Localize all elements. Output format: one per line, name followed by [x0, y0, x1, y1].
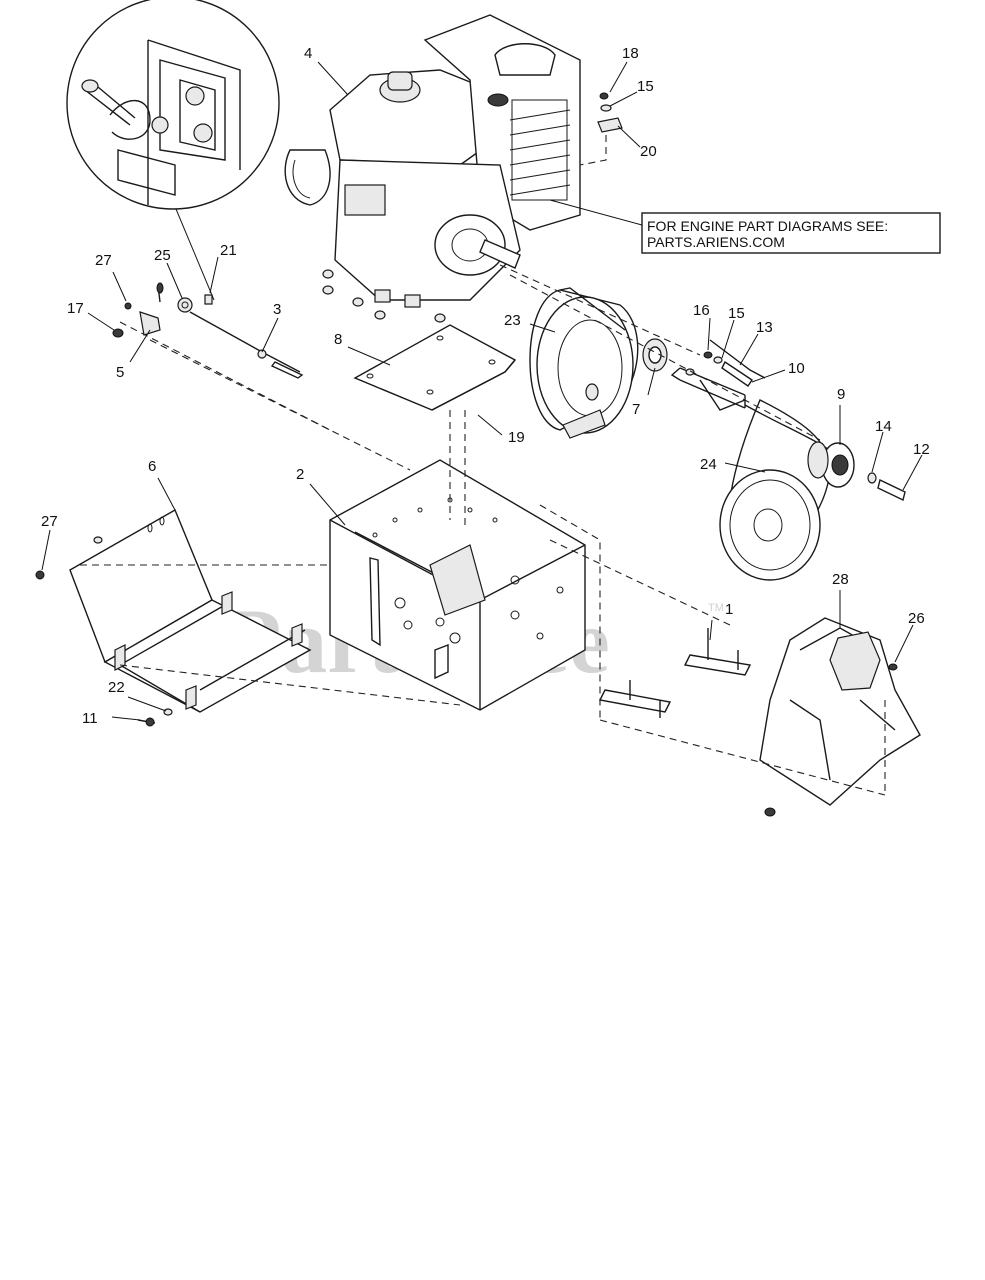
auger-pulley [529, 287, 639, 439]
bearing-bracket [598, 628, 752, 718]
detail-circle [66, 0, 280, 301]
callout-25: 25 [154, 247, 171, 264]
bottom-cover [69, 508, 312, 713]
frame [329, 459, 586, 711]
engine-bracket-hardware [579, 92, 623, 166]
callout-6: 6 [148, 458, 156, 475]
leader-lines [41, 61, 923, 721]
callout-21: 21 [220, 242, 237, 259]
engine-note-box: FOR ENGINE PART DIAGRAMS SEE: PARTS.ARIE… [641, 212, 941, 254]
engine-mount-plate [353, 324, 517, 411]
callout-5: 5 [116, 364, 124, 381]
idler-bracket [670, 339, 766, 411]
engine-note-line1: FOR ENGINE PART DIAGRAMS SEE: [647, 218, 888, 234]
callout-10: 10 [788, 360, 805, 377]
engine-pulley [807, 441, 906, 502]
callout-15-mid: 15 [728, 305, 745, 322]
callout-1: 1 [725, 601, 733, 618]
engine-fins [509, 99, 571, 201]
engine-note-line2: PARTS.ARIENS.COM [647, 234, 785, 250]
engine-assembly [284, 14, 581, 323]
callout-4: 4 [304, 45, 312, 62]
callout-27-left: 27 [41, 513, 58, 530]
callout-3: 3 [273, 301, 281, 318]
callout-19: 19 [508, 429, 525, 446]
callout-22: 22 [108, 679, 125, 696]
cable-assembly [112, 282, 304, 379]
callout-20: 20 [640, 143, 657, 160]
callout-15-top: 15 [637, 78, 654, 95]
callout-7: 7 [632, 401, 640, 418]
callout-13: 13 [756, 319, 773, 336]
callout-26: 26 [908, 610, 925, 627]
callout-16: 16 [693, 302, 710, 319]
callout-8: 8 [334, 331, 342, 348]
callout-28: 28 [832, 571, 849, 588]
callout-2: 2 [296, 466, 304, 483]
callout-24: 24 [700, 456, 717, 473]
frame-holes [372, 497, 564, 644]
callout-11: 11 [82, 710, 98, 727]
watermark-tm: TM [708, 602, 724, 614]
callout-27-top: 27 [95, 252, 112, 269]
callout-12: 12 [913, 441, 930, 458]
callout-9: 9 [837, 386, 845, 403]
callout-18: 18 [622, 45, 639, 62]
engine-nuts [322, 269, 446, 323]
belt-cover [759, 617, 921, 817]
drive-belt [719, 399, 841, 581]
callout-23: 23 [504, 312, 521, 329]
callout-labels: 1 2 3 4 5 6 7 8 9 10 11 12 13 14 15 15 1… [41, 45, 930, 727]
tray-hardware [35, 536, 173, 727]
idler-pulley [642, 338, 668, 372]
callout-17: 17 [67, 300, 84, 317]
callout-14: 14 [875, 418, 892, 435]
assembly-lines [80, 264, 886, 796]
